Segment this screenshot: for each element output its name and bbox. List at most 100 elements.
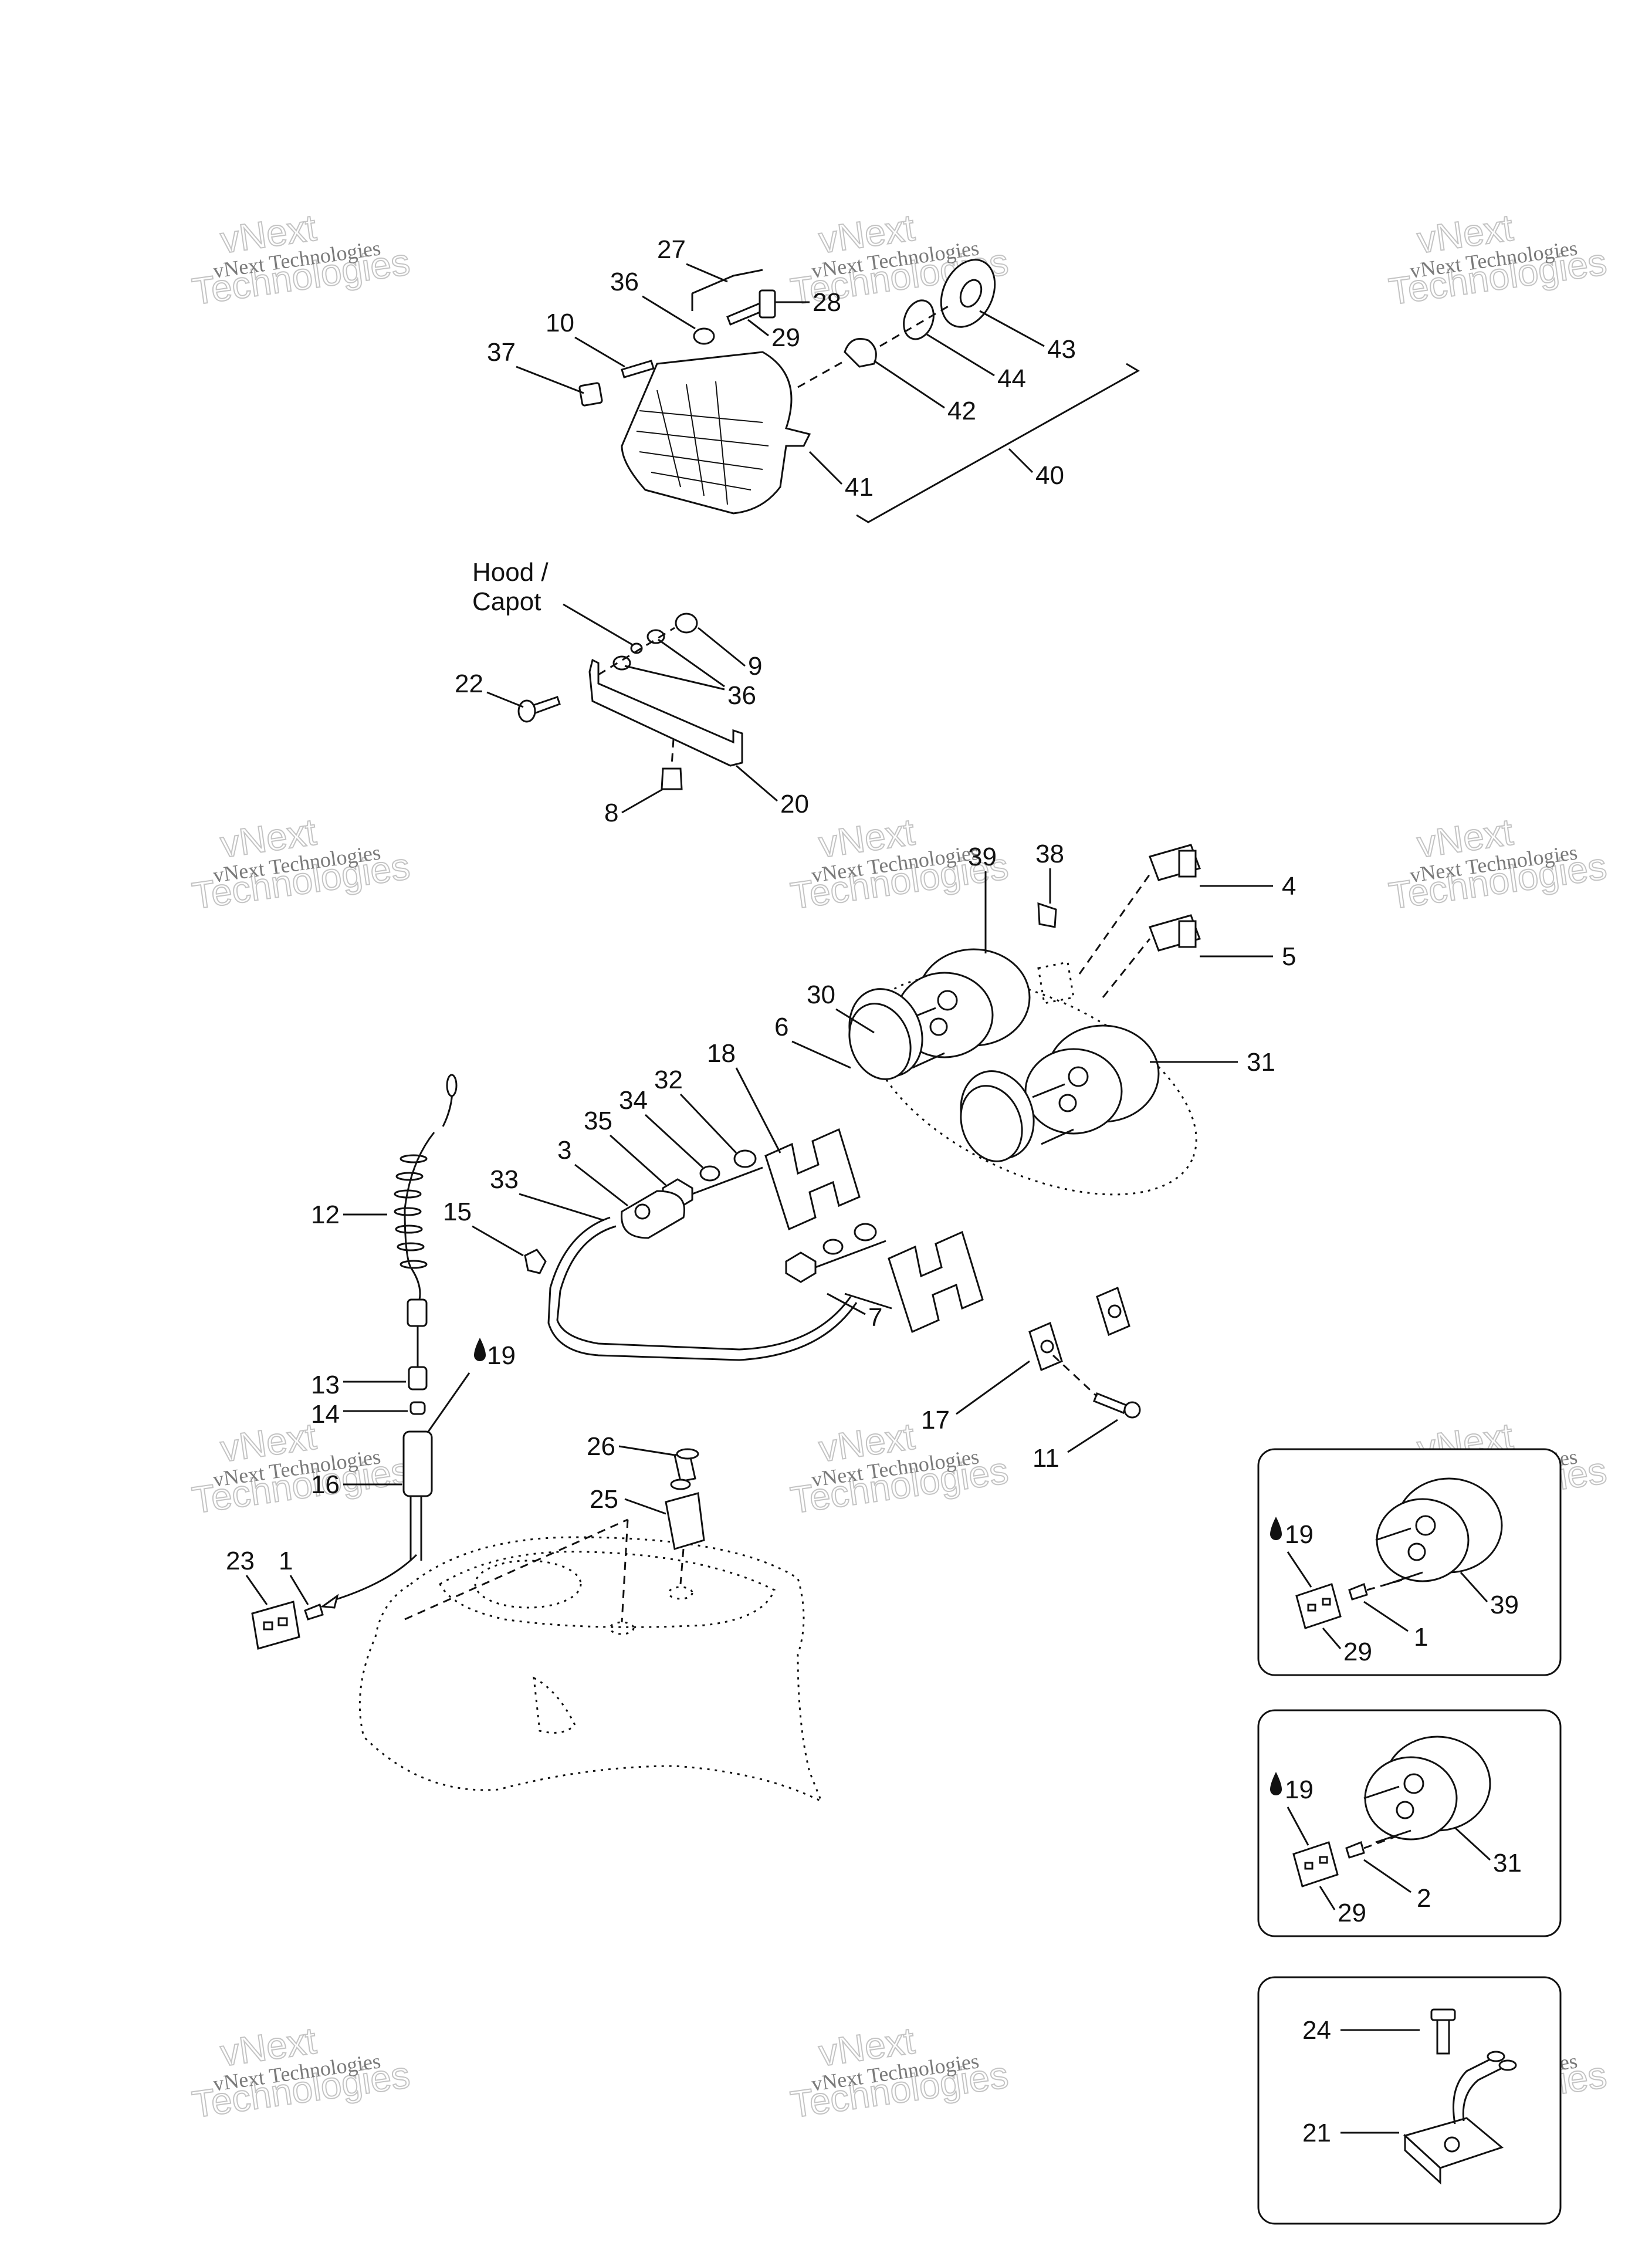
tether-switch — [402, 1430, 433, 1497]
headlamp-lens-hatching — [636, 381, 769, 505]
nut — [675, 613, 698, 634]
tachometer-back — [1376, 1498, 1470, 1582]
grease-drop-icon — [1270, 1772, 1282, 1795]
wire-terminal — [1498, 2059, 1517, 2071]
terminal — [1345, 1841, 1365, 1859]
assembly-line — [815, 1240, 886, 1268]
gauge-stud — [1363, 1785, 1400, 1799]
inset-tachometer-connector: 19 39 1 29 — [1257, 1448, 1562, 1676]
hood-vent — [533, 1676, 576, 1734]
watermark: vNext Technologies vNext Technologies — [189, 810, 413, 918]
terminal — [1348, 1582, 1368, 1601]
inset-speedometer-connector: 19 31 2 29 — [1257, 1709, 1562, 1937]
screw — [1093, 1392, 1128, 1414]
hood-note-line-2: Capot — [472, 587, 541, 616]
assembly-line — [1078, 874, 1151, 975]
inset-b-callout-19: 19 — [1285, 1775, 1314, 1804]
callout-5: 5 — [1282, 942, 1296, 971]
assembly-line — [692, 1166, 763, 1195]
hood-contour-inner — [439, 1551, 776, 1628]
speed-nut — [578, 382, 603, 407]
connector-pin — [263, 1621, 273, 1630]
group-bracket — [692, 269, 763, 295]
callout-1: 1 — [279, 1547, 293, 1575]
assembly-line — [404, 1518, 628, 1621]
connector-pin — [1319, 1856, 1328, 1864]
callout-25: 25 — [590, 1485, 618, 1514]
callout-23: 23 — [226, 1547, 255, 1575]
regulator-mount-hole — [1444, 2136, 1460, 2153]
plug — [524, 1249, 547, 1274]
switch-bezel — [1178, 850, 1197, 878]
callout-19: 19 — [487, 1341, 516, 1370]
gauge-socket — [1068, 1066, 1089, 1087]
washer — [854, 1223, 877, 1241]
callout-41: 41 — [845, 473, 874, 502]
hood-contour — [358, 1536, 823, 1804]
callout-34: 34 — [619, 1086, 648, 1115]
screw-head — [1123, 1401, 1141, 1419]
routing-arrow — [328, 1554, 418, 1603]
connector-pin — [1307, 1604, 1316, 1612]
cable-wire — [844, 1293, 892, 1310]
watermark: vNext Technologies vNext Technologies — [787, 1414, 1011, 1522]
watermark: vNext Technologies vNext Technologies — [1386, 810, 1610, 918]
callout-43: 43 — [1047, 335, 1076, 364]
assembly-line — [1366, 1577, 1409, 1591]
callout-39: 39 — [968, 843, 997, 871]
inset-a-callout-29: 29 — [1343, 1638, 1372, 1666]
inset-regulator: 24 21 — [1257, 1976, 1562, 2225]
rubber-boot-hub — [959, 279, 983, 308]
rubber-bumper — [661, 767, 683, 790]
tether-coil-rings — [394, 1154, 428, 1269]
callout-29: 29 — [771, 323, 800, 352]
callout-7: 7 — [868, 1303, 882, 1332]
watermark: vNext Technologies vNext Technologies — [787, 2018, 1011, 2126]
callout-9: 9 — [748, 652, 762, 681]
callout-37: 37 — [487, 338, 516, 367]
tether-ring — [409, 1401, 426, 1415]
callout-30: 30 — [807, 980, 835, 1009]
gauge-socket — [1415, 1515, 1436, 1536]
callout-36: 36 — [610, 268, 639, 296]
cable-tube — [547, 1216, 858, 1361]
callout-44: 44 — [997, 364, 1026, 393]
callout-32: 32 — [654, 1065, 683, 1094]
watermark: vNext Technologies vNext Technologies — [1386, 205, 1610, 313]
bolt-head — [517, 699, 536, 723]
callout-4: 4 — [1282, 872, 1296, 901]
cable-tube — [556, 1225, 852, 1351]
adjuster-clip — [759, 289, 776, 319]
regulator-wire — [1453, 2058, 1491, 2125]
routing-arrowhead — [320, 1594, 339, 1609]
group-bracket — [856, 363, 1140, 523]
gauge-socket — [937, 990, 958, 1011]
hood-outline — [358, 1448, 823, 1804]
tether-sleeve — [408, 1366, 428, 1391]
hood-fastener-grommet — [670, 1479, 691, 1490]
gauge-bracket — [764, 1128, 861, 1231]
callout-8: 8 — [604, 799, 618, 827]
pilot-lamp — [1037, 902, 1057, 928]
gauge-cluster — [524, 844, 1201, 1419]
grease-drop-icon — [474, 1338, 486, 1361]
callout-31: 31 — [1247, 1048, 1275, 1077]
callout-15: 15 — [443, 1197, 472, 1226]
clip-hole — [1108, 1304, 1122, 1318]
callout-14: 14 — [311, 1400, 340, 1429]
clip-hole — [1040, 1339, 1054, 1354]
inset-c-callout-24: 24 — [1302, 2016, 1331, 2045]
gauge-socket — [1403, 1773, 1424, 1794]
connector-housing — [251, 1601, 300, 1650]
bulb-seal-ring — [903, 299, 935, 340]
gauge-socket — [1058, 1094, 1077, 1112]
gauge-stud — [1387, 1571, 1423, 1585]
gauge-outline — [868, 975, 1197, 1196]
tether-cap — [407, 1298, 428, 1327]
hood-fastener-body — [665, 1492, 705, 1550]
washer — [733, 1149, 757, 1168]
inset-b-callout-2: 2 — [1417, 1884, 1431, 1913]
terminal — [304, 1603, 324, 1621]
hood-mount-hole — [609, 1621, 635, 1635]
